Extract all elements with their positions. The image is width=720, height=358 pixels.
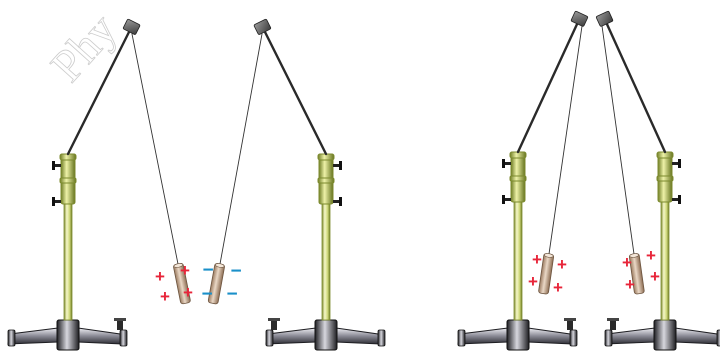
stand-hub	[653, 319, 677, 351]
stand-foot-left	[457, 327, 509, 345]
foot-end-left	[457, 329, 466, 347]
hanging-tube	[538, 25, 583, 295]
tube-end	[544, 253, 554, 258]
clamp-knob	[52, 197, 55, 206]
stand-hub	[56, 319, 80, 351]
foot-end-right	[569, 329, 578, 347]
thread-clamp-body	[253, 18, 272, 35]
stand-collar	[59, 177, 77, 184]
clamp-knob-stem	[333, 200, 339, 203]
levelling-screw-head	[607, 318, 619, 321]
stand-foot-left	[7, 327, 59, 345]
levelling-screw-head	[564, 318, 576, 321]
support-stand	[457, 10, 589, 351]
clamp-knob-stem	[672, 198, 678, 201]
stand-foot-right	[77, 327, 123, 345]
negative-charge-sign: −	[202, 260, 213, 281]
suspension-thread	[131, 33, 179, 265]
clamp-knob	[339, 197, 342, 206]
clamp-knob-stem	[505, 162, 511, 165]
stand-foot-left	[604, 327, 656, 345]
levelling-screw	[117, 320, 123, 330]
clamp-knob-stem	[55, 164, 61, 167]
stand-collar	[656, 175, 674, 182]
stand-arm	[66, 28, 132, 156]
hanging-tube	[131, 33, 191, 305]
suspension-thread	[601, 25, 635, 255]
stand-collar	[317, 177, 335, 184]
positive-charge-sign: +	[528, 272, 538, 291]
stand-foot-right	[335, 327, 381, 345]
positive-charge-sign: +	[180, 261, 190, 280]
thread-clamp	[253, 18, 272, 35]
positive-charge-sign: +	[646, 246, 656, 265]
thread-clamp	[595, 10, 614, 27]
levelling-screw-head	[268, 318, 280, 321]
levelling-screw	[271, 320, 277, 330]
hanging-tube	[207, 33, 263, 305]
clamp-knob	[502, 195, 505, 204]
foot-end-left	[265, 329, 274, 347]
stand-foot-left	[265, 327, 317, 345]
foot-end-right	[377, 329, 386, 347]
levelling-screw-head	[114, 318, 126, 321]
thread-clamp	[122, 18, 141, 35]
tube-end	[214, 263, 225, 268]
clamp-knob-stem	[505, 198, 511, 201]
charged-tube	[173, 263, 191, 305]
stand-hub	[314, 319, 338, 351]
thread-clamp-body	[122, 18, 141, 35]
stand-collar	[509, 175, 527, 182]
clamp-knob	[339, 161, 342, 170]
positive-charge-sign: +	[532, 250, 542, 269]
clamp-knob	[502, 159, 505, 168]
foot-end-left	[604, 329, 613, 347]
charged-tube	[207, 263, 225, 305]
support-stand	[253, 18, 386, 351]
levelling-screw	[567, 320, 573, 330]
clamp-knob	[52, 161, 55, 170]
charged-tube	[538, 253, 555, 295]
foot-end-left	[7, 329, 16, 347]
positive-charge-sign: +	[155, 267, 165, 286]
clamp-knob-stem	[333, 164, 339, 167]
tube-end	[629, 253, 639, 258]
stand-hub	[506, 319, 530, 351]
stand-arm	[516, 20, 580, 154]
negative-charge-sign: −	[230, 261, 241, 282]
stand-foot-right	[527, 327, 573, 345]
clamp-knob	[678, 159, 681, 168]
positive-charge-sign: +	[557, 255, 567, 274]
stand-arm	[604, 20, 667, 154]
stand-foot-right	[674, 327, 720, 345]
positive-charge-sign: +	[650, 267, 660, 286]
foot-end-right	[119, 329, 128, 347]
clamp-knob-stem	[55, 200, 61, 203]
thread-clamp	[570, 10, 589, 27]
positive-charge-sign: +	[622, 253, 632, 272]
suspension-thread	[548, 25, 583, 255]
positive-charge-sign: +	[625, 275, 635, 294]
negative-charge-sign: −	[201, 284, 212, 305]
positive-charge-sign: +	[553, 278, 563, 297]
positive-charge-sign: +	[183, 283, 193, 302]
support-stand	[595, 10, 720, 351]
thread-clamp-body	[595, 10, 614, 27]
charged-tube	[628, 253, 645, 295]
tube-end	[173, 263, 184, 268]
support-stand	[7, 18, 141, 351]
clamp-knob-stem	[672, 162, 678, 165]
levelling-screw	[610, 320, 616, 330]
foot-end-right	[716, 329, 720, 347]
thread-clamp-body	[570, 10, 589, 27]
clamp-knob	[678, 195, 681, 204]
positive-charge-sign: +	[160, 287, 170, 306]
hanging-tube	[601, 25, 645, 295]
stand-arm	[262, 28, 328, 156]
negative-charge-sign: −	[226, 284, 237, 305]
suspension-thread	[219, 33, 263, 265]
